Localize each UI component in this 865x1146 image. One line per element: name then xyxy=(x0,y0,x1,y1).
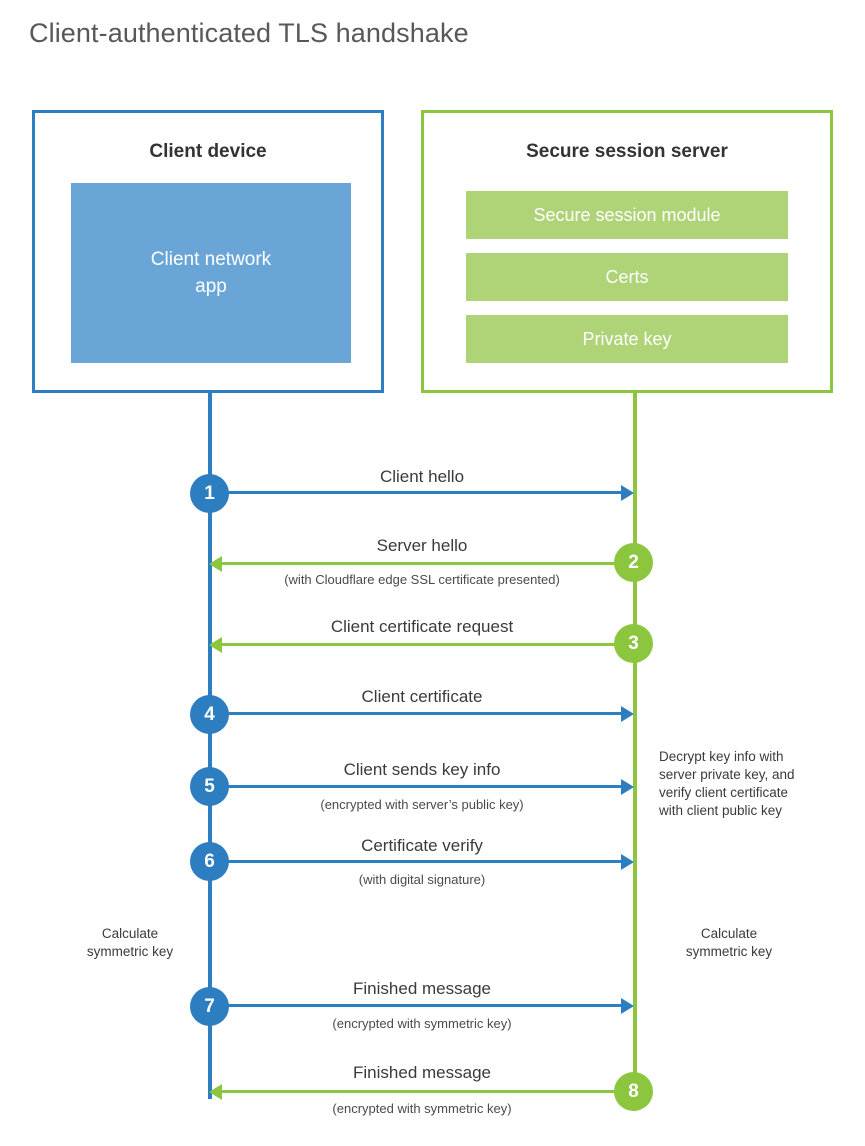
step-1-label: Client hello xyxy=(379,467,465,486)
server-module-certs: Certs xyxy=(466,253,788,301)
server-lifeline xyxy=(633,393,637,1093)
secure-session-server-box: Secure session server Secure session mod… xyxy=(421,110,833,393)
step-6-sublabel: (with digital signature) xyxy=(358,872,486,887)
step-2-circle: 2 xyxy=(614,543,653,582)
client-calculate-symmetric-key-note: Calculate symmetric key xyxy=(86,926,174,959)
step-4-arrow-line xyxy=(210,712,621,715)
step-8-arrow-head-icon xyxy=(209,1084,222,1100)
step-6-arrow-head-icon xyxy=(621,854,634,870)
server-module-list: Secure session module Certs Private key xyxy=(466,191,788,377)
server-decrypt-note: Decrypt key info with server private key… xyxy=(659,749,795,818)
server-module-private-key: Private key xyxy=(466,315,788,363)
step-6-circle: 6 xyxy=(190,842,229,881)
client-device-title: Client device xyxy=(149,141,267,162)
server-calculate-symmetric-key-note: Calculate symmetric key xyxy=(685,926,773,959)
step-8-arrow-line xyxy=(222,1090,634,1093)
step-7-arrow-line xyxy=(210,1004,621,1007)
step-5-circle: 5 xyxy=(190,767,229,806)
step-5-label: Client sends key info xyxy=(343,760,501,779)
step-2-sublabel: (with Cloudflare edge SSL certificate pr… xyxy=(284,572,560,587)
step-7-label: Finished message xyxy=(353,979,491,998)
step-4-circle: 4 xyxy=(190,695,229,734)
step-3-label: Client certificate request xyxy=(330,617,514,636)
step-3-circle: 3 xyxy=(614,624,653,663)
step-6-label: Certificate verify xyxy=(361,836,483,855)
step-4-label: Client certificate xyxy=(361,687,483,706)
step-1-circle: 1 xyxy=(190,474,229,513)
step-7-arrow-head-icon xyxy=(621,998,634,1014)
step-2-arrow-line xyxy=(222,562,634,565)
step-4-arrow-head-icon xyxy=(621,706,634,722)
step-3-arrow-head-icon xyxy=(209,637,222,653)
secure-session-server-title: Secure session server xyxy=(526,141,728,162)
step-5-arrow-head-icon xyxy=(621,779,634,795)
step-1-arrow-line xyxy=(210,491,621,494)
client-lifeline xyxy=(208,393,212,1099)
step-1-arrow-head-icon xyxy=(621,485,634,501)
server-module-secure-session-module: Secure session module xyxy=(466,191,788,239)
step-7-circle: 7 xyxy=(190,987,229,1026)
step-8-sublabel: (encrypted with symmetric key) xyxy=(332,1101,512,1116)
page-title: Client-authenticated TLS handshake xyxy=(29,18,469,48)
step-6-arrow-line xyxy=(210,860,621,863)
client-device-box: Client device Client network app xyxy=(32,110,384,393)
step-8-label: Finished message xyxy=(353,1063,491,1082)
step-5-arrow-line xyxy=(210,785,621,788)
step-3-arrow-line xyxy=(222,643,634,646)
step-8-circle: 8 xyxy=(614,1072,653,1111)
client-network-app-block: Client network app xyxy=(71,183,351,363)
step-5-sublabel: (encrypted with server’s public key) xyxy=(320,797,524,812)
step-2-label: Server hello xyxy=(376,536,468,555)
step-7-sublabel: (encrypted with symmetric key) xyxy=(332,1016,512,1031)
step-2-arrow-head-icon xyxy=(209,556,222,572)
